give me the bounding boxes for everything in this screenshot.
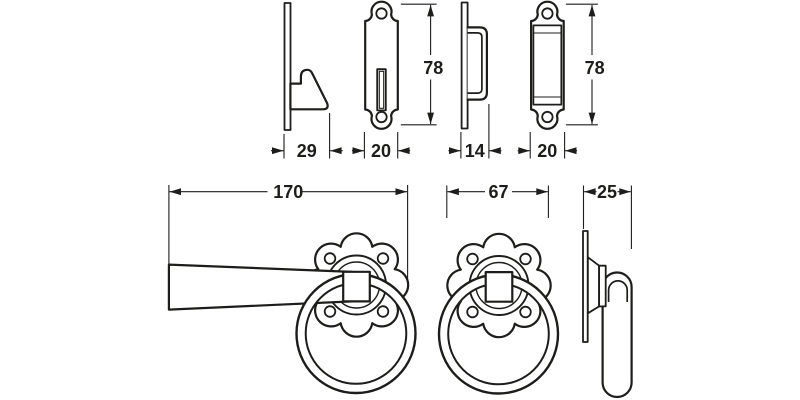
dim-label-20a: 20 <box>371 141 391 161</box>
screw-hole <box>375 110 388 124</box>
screw-hole <box>376 252 390 265</box>
spindle-hub <box>484 271 514 303</box>
dim-label-20b: 20 <box>537 141 557 161</box>
latch-plate-front-view <box>364 0 399 130</box>
hub-cone <box>586 256 600 315</box>
dimension-67: 67 <box>446 182 549 218</box>
spindle-hub <box>342 270 371 303</box>
hub-neck <box>598 264 607 308</box>
screw-hole <box>541 110 554 124</box>
dim-label-29: 29 <box>297 141 317 161</box>
dimension-20-keeper: 20 <box>517 132 578 161</box>
screw-hole <box>323 305 337 318</box>
dimension-29: 29 <box>271 113 343 161</box>
keeper-front-view <box>530 0 565 130</box>
screw-hole <box>519 305 532 319</box>
dim-label-25: 25 <box>597 182 617 202</box>
dim-label-14: 14 <box>465 141 485 161</box>
screw-hole <box>466 252 479 266</box>
dimension-78-keeper: 78 <box>565 3 605 126</box>
dimension-25: 25 <box>582 182 632 249</box>
latch-slot <box>376 68 387 112</box>
ring-handle-side-view <box>582 230 633 399</box>
ring-profile <box>601 271 633 399</box>
screw-hole <box>375 7 388 20</box>
dim-label-67: 67 <box>488 182 508 202</box>
ring-knuckle <box>607 280 629 302</box>
keeper-side-view <box>460 1 488 130</box>
dimension-170: 170 <box>168 182 409 281</box>
screw-hole <box>541 7 554 20</box>
latch-slot-inner <box>378 70 385 109</box>
screw-hole <box>376 305 390 318</box>
ring-handle-lever-view <box>167 232 417 395</box>
dim-label-78b: 78 <box>585 58 605 78</box>
dim-label-170: 170 <box>273 182 303 202</box>
ring-handle-front-view <box>437 232 560 395</box>
backplate-edge <box>582 230 589 343</box>
keeper-loop-front <box>532 24 563 106</box>
dimension-14: 14 <box>448 104 502 161</box>
screw-hole <box>519 252 532 266</box>
catch-side-view <box>283 2 329 131</box>
dimension-20-latch-plate: 20 <box>351 132 411 161</box>
dim-label-78a: 78 <box>423 58 443 78</box>
dimension-78-latch-plate: 78 <box>400 3 443 126</box>
screw-hole <box>323 252 337 265</box>
screw-hole <box>466 305 479 319</box>
